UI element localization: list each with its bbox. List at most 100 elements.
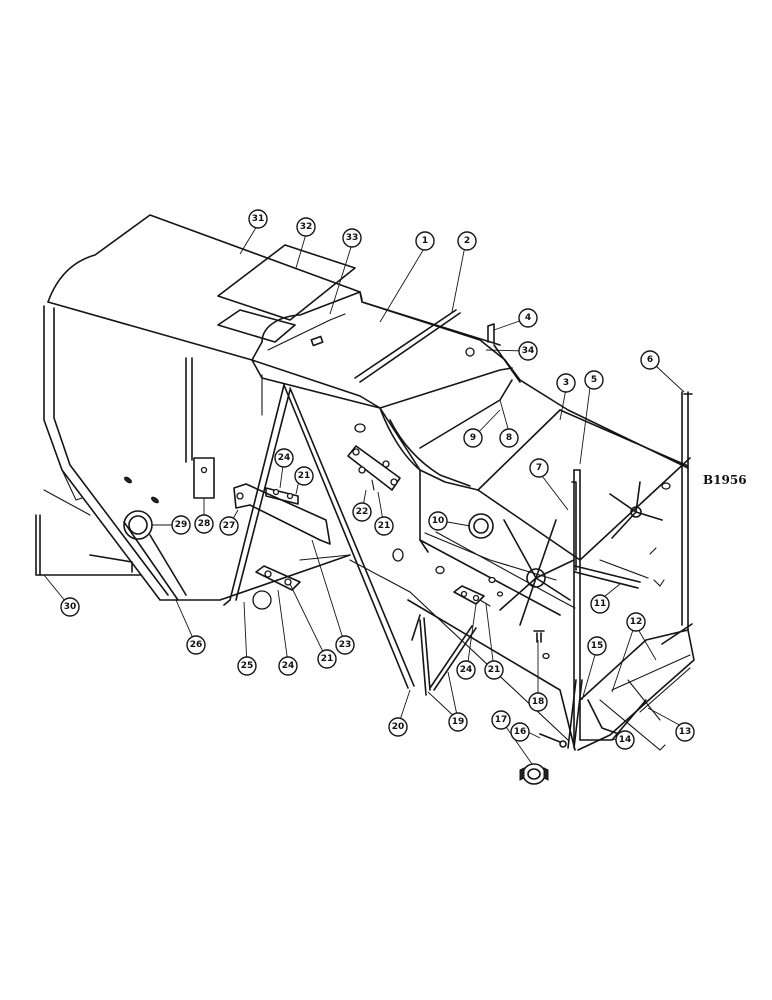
callout-circle: [278, 656, 298, 676]
callout-number: 19: [452, 717, 465, 727]
callout-circle: [274, 448, 294, 468]
callout-circle: [484, 660, 504, 680]
callout-number: 13: [679, 727, 692, 737]
callout-27: 27: [219, 516, 239, 536]
callout-number: 5: [591, 375, 597, 385]
callout-circle: [248, 209, 268, 229]
callout-5: 5: [584, 370, 604, 390]
callout-number: 25: [241, 661, 254, 671]
callout-13: 13: [675, 722, 695, 742]
callout-number: 14: [619, 735, 632, 745]
callout-21: 21: [294, 466, 314, 486]
callout-24: 24: [278, 656, 298, 676]
callout-24: 24: [274, 448, 294, 468]
callout-number: 2: [464, 236, 470, 246]
callout-23: 23: [335, 635, 355, 655]
callout-circle: [584, 370, 604, 390]
callout-7: 7: [529, 458, 549, 478]
callout-12: 12: [626, 612, 646, 632]
callout-number: 16: [514, 727, 527, 737]
callout-number: 4: [525, 313, 531, 323]
callout-number: 34: [522, 346, 535, 356]
callout-number: 24: [282, 661, 295, 671]
callout-11: 11: [590, 594, 610, 614]
callout-17: 17: [491, 710, 511, 730]
deck-rod: [354, 309, 461, 383]
callout-circle: [510, 722, 530, 742]
callout-number: 21: [378, 521, 391, 531]
callout-32: 32: [296, 217, 316, 237]
callout-circle: [528, 692, 548, 712]
callout-circle: [556, 373, 576, 393]
callout-21: 21: [374, 516, 394, 536]
clamp-16-17: [519, 733, 567, 785]
callout-19: 19: [448, 712, 468, 732]
callout-circle: [463, 428, 483, 448]
callout-34: 34: [518, 341, 538, 361]
callout-30: 30: [60, 597, 80, 617]
callout-circle: [428, 511, 448, 531]
callout-14: 14: [615, 730, 635, 750]
callout-26: 26: [186, 635, 206, 655]
bracket-4: [465, 323, 521, 383]
callout-2: 2: [457, 231, 477, 251]
callout-number: 17: [495, 715, 508, 725]
callout-21: 21: [317, 649, 337, 669]
diagonal-braces: [223, 384, 415, 689]
callout-16: 16: [510, 722, 530, 742]
callout-circle: [675, 722, 695, 742]
callout-number: 22: [356, 507, 369, 517]
drawing-code: B1956: [703, 473, 747, 487]
callout-circle: [456, 660, 476, 680]
callout-circle: [186, 635, 206, 655]
callout-number: 18: [532, 697, 545, 707]
callout-circle: [388, 717, 408, 737]
bracket-27: [233, 483, 331, 545]
callout-circle: [457, 231, 477, 251]
callout-4: 4: [518, 308, 538, 328]
plate-22: [347, 423, 404, 562]
callout-number: 33: [346, 233, 359, 243]
rod-11: [574, 565, 641, 589]
callout-circle: [60, 597, 80, 617]
callout-circle: [615, 730, 635, 750]
callout-number: 11: [594, 599, 607, 609]
uprights: [571, 393, 693, 571]
callout-circle: [317, 649, 337, 669]
callout-number: 9: [470, 433, 476, 443]
callout-number: 27: [223, 521, 236, 531]
callout-number: 12: [630, 617, 643, 627]
callout-number: 15: [591, 641, 604, 651]
callout-24: 24: [456, 660, 476, 680]
callout-31: 31: [248, 209, 268, 229]
callout-number: 32: [300, 222, 313, 232]
bar-15: [567, 679, 583, 749]
callout-number: 10: [432, 516, 445, 526]
left-attachments: [35, 476, 187, 601]
callout-circle: [171, 515, 191, 535]
callout-circle: [491, 710, 511, 730]
leader-lines: [43, 225, 686, 765]
callout-number: 31: [252, 214, 265, 224]
plug-18: [533, 630, 550, 660]
callout-circle: [518, 341, 538, 361]
callout-circle: [219, 516, 239, 536]
callout-20: 20: [388, 717, 408, 737]
callout-circle: [294, 466, 314, 486]
callout-circle: [374, 516, 394, 536]
right-star: [599, 481, 671, 587]
callout-number: 23: [339, 640, 352, 650]
callout-circle: [626, 612, 646, 632]
callout-10: 10: [428, 511, 448, 531]
callout-number: 29: [175, 520, 188, 530]
callout-number: 30: [64, 602, 77, 612]
callout-number: 20: [392, 722, 405, 732]
callout-number: 1: [422, 236, 428, 246]
callout-8: 8: [499, 428, 519, 448]
callout-21: 21: [484, 660, 504, 680]
callout-circle: [342, 228, 362, 248]
plate-24-right: [453, 576, 504, 607]
